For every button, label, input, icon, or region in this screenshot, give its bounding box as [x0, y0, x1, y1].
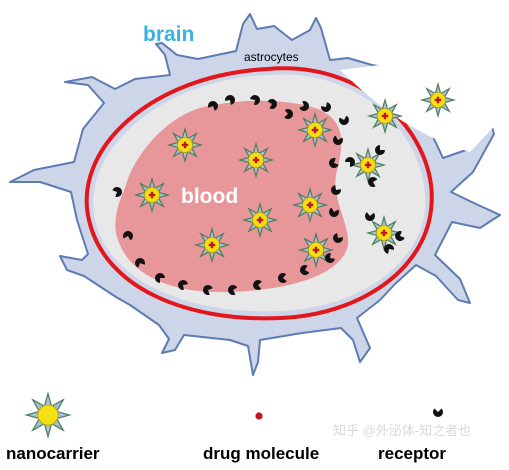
- endothelial-membrane: [84, 66, 434, 321]
- receptor-icon: [299, 101, 309, 111]
- legend-receptor-label: receptor: [378, 444, 447, 463]
- legend-drug-molecule-icon: [255, 412, 263, 420]
- receptor-icon: [250, 95, 260, 105]
- legend-nanocarrier-icon: [24, 391, 72, 439]
- watermark: 知乎 @外泌体-知之者也: [333, 423, 472, 438]
- legend-nanocarrier-label: nanocarrier: [6, 444, 100, 463]
- nanocarrier-icon: [193, 226, 231, 264]
- receptor-icon: [321, 102, 331, 112]
- nanocarrier-icon: [166, 126, 204, 164]
- nanocarrier-icon: [419, 81, 457, 119]
- receptor-icon: [284, 109, 293, 119]
- brain-label: brain: [143, 23, 195, 46]
- receptor-icon: [178, 280, 188, 290]
- blood-label: blood: [181, 185, 239, 208]
- receptor-icon: [278, 273, 287, 283]
- receptor-icon: [123, 231, 133, 241]
- nanocarrier-icon: [365, 214, 403, 252]
- receptor-icon: [208, 101, 218, 111]
- receptor-icon: [203, 285, 213, 295]
- receptor-icon: [325, 253, 335, 263]
- nanocarrier-icon: [349, 146, 387, 184]
- receptor-icon: [155, 273, 165, 283]
- legend-drug-molecule-label: drug molecule: [203, 444, 320, 463]
- receptor-icon: [333, 233, 343, 243]
- blood-region: [115, 100, 349, 293]
- receptor-icon: [331, 185, 341, 195]
- astrocytes-label: astrocytes: [244, 50, 299, 64]
- receptor-icon: [228, 285, 238, 295]
- nanocarrier-icon: [237, 141, 275, 179]
- receptor-icon: [345, 157, 355, 167]
- nanocarrier-icon: [241, 201, 279, 239]
- receptor-icon: [329, 207, 339, 217]
- receptor-icon: [365, 212, 375, 221]
- receptor-icon: [225, 95, 235, 105]
- receptor-icon: [368, 177, 378, 187]
- receptor-icon: [112, 187, 122, 197]
- nanocarrier-icon: [291, 186, 329, 224]
- receptor-icon: [253, 280, 262, 290]
- receptor-icon: [300, 265, 310, 275]
- receptor-icon: [267, 99, 277, 109]
- receptor-icon: [333, 135, 343, 145]
- nanocarrier-icon: [366, 97, 404, 135]
- vessel-opening: [340, 60, 509, 152]
- legend-receptor-icon: [433, 408, 443, 417]
- nanocarrier-icon: [297, 231, 335, 269]
- nanocarrier-icon: [296, 111, 334, 149]
- receptor-icon: [375, 145, 385, 155]
- nanocarrier-icon: [133, 176, 171, 214]
- receptor-icon: [329, 158, 339, 168]
- receptor-icon: [384, 244, 394, 254]
- receptor-icon: [339, 115, 349, 125]
- receptor-icon: [395, 231, 405, 241]
- receptor-icon: [135, 258, 145, 268]
